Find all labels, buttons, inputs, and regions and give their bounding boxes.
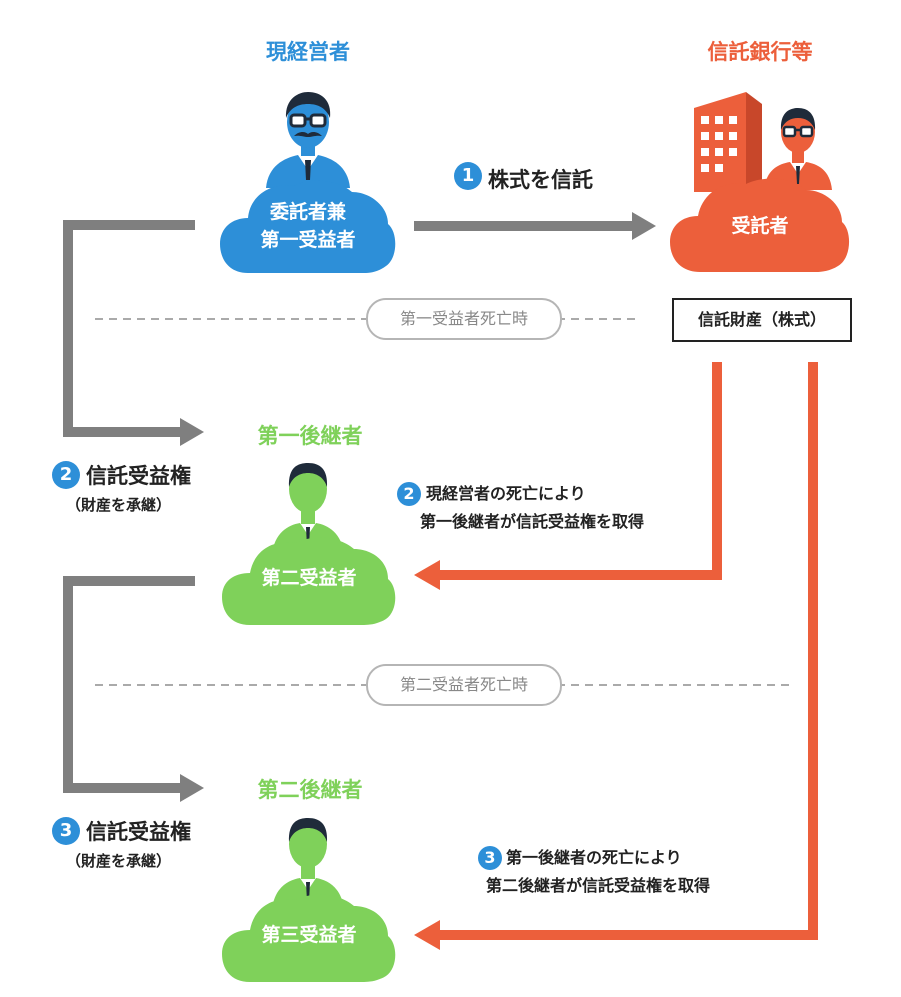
manager-role-label: 委託者兼 第一受益者 — [218, 198, 398, 254]
successor1-title: 第一後継者 — [257, 424, 363, 448]
trustee-cloud — [670, 178, 850, 272]
rights3-title: 信託受益権 — [86, 820, 191, 844]
rights3-bracket-arrow — [63, 576, 204, 802]
successor2-title: 第二後継者 — [257, 778, 363, 802]
manager-cloud — [220, 180, 396, 273]
manager-role-line1: 委託者兼 — [269, 201, 346, 223]
trustee-role-label: 受託者 — [731, 215, 789, 237]
rights2-bracket-arrow — [63, 220, 204, 446]
step1-number-badge: 1 — [454, 162, 482, 190]
successor1-cloud — [222, 537, 396, 625]
building-icon — [694, 92, 762, 192]
trust-property-box: 信託財産（株式） — [672, 298, 852, 342]
manager-role-line2: 第一受益者 — [260, 229, 356, 251]
rights3-subtitle: （財産を承継） — [66, 852, 172, 870]
businessman-glasses-mustache-icon — [266, 92, 350, 188]
step1-arrow — [414, 212, 656, 240]
note3-orange-arrow — [414, 362, 818, 950]
event1-pill: 第一受益者死亡時 — [366, 298, 562, 340]
successor1-role-label: 第二受益者 — [261, 567, 357, 589]
successor2-role-label: 第三受益者 — [261, 924, 357, 946]
rights3-number-badge: 3 — [52, 817, 80, 845]
rights2-subtitle: （財産を承継） — [66, 496, 172, 514]
rights2-number-badge: 2 — [52, 461, 80, 489]
note3-line1: 第一後継者の死亡により — [506, 848, 682, 867]
note3-line2: 第二後継者が信託受益権を取得 — [486, 876, 711, 895]
step1-label: 株式を信託 — [488, 168, 593, 192]
manager-title: 現経営者 — [266, 40, 350, 64]
note3-number-badge: 3 — [478, 846, 502, 870]
note2-line1: 現経営者の死亡により — [426, 484, 586, 503]
note2-number-badge: 2 — [397, 482, 421, 506]
note2-orange-arrow — [414, 362, 722, 590]
trustee-title: 信託銀行等 — [707, 40, 813, 64]
rights2-title: 信託受益権 — [86, 464, 191, 488]
note2-line2: 第一後継者が信託受益権を取得 — [420, 512, 645, 531]
event2-pill: 第二受益者死亡時 — [366, 664, 562, 706]
successor2-cloud — [222, 894, 396, 982]
